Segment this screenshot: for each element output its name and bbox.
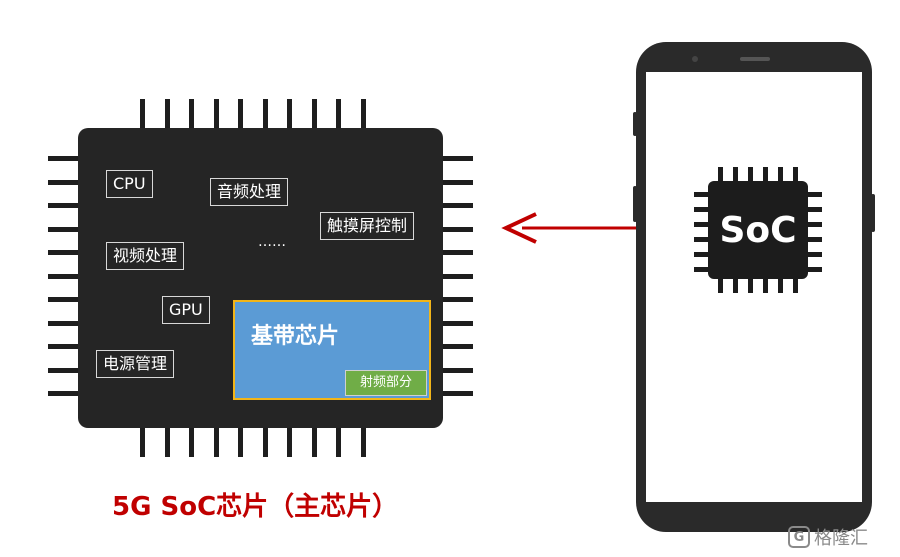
chip-pin (164, 99, 170, 129)
chip-pin (238, 99, 243, 129)
chip-pin (778, 167, 783, 181)
chip-pin (48, 203, 78, 208)
chip-pin (443, 391, 473, 396)
phone-soc-chip-icon: SoC (708, 181, 808, 279)
touchscreen-control-block: 触摸屏控制 (320, 212, 415, 240)
chip-pin (262, 427, 268, 457)
chip-pin (336, 427, 341, 457)
chip-pin (311, 427, 317, 457)
chip-pin (48, 344, 78, 349)
ellipsis-text: …… (258, 234, 286, 250)
chip-pin (694, 237, 708, 242)
chip-pin (443, 203, 473, 208)
chip-pin (360, 427, 366, 457)
chip-pin (808, 252, 822, 257)
watermark-text: 格隆汇 (814, 528, 868, 549)
phone-screen (646, 72, 862, 502)
chip-pin (238, 427, 243, 457)
chip-pin (48, 297, 78, 302)
chip-pin (48, 179, 78, 185)
soc-label: SoC (719, 209, 797, 251)
chip-pin (140, 99, 145, 129)
chip-pin (808, 267, 822, 272)
chip-pin (443, 179, 473, 185)
chip-pin (763, 167, 768, 181)
chip-pin (808, 237, 822, 242)
chip-pin (443, 156, 473, 161)
chip-pin (443, 320, 473, 326)
chip-pin (443, 273, 473, 279)
chip-pin (48, 250, 78, 255)
chip-pin (733, 167, 738, 181)
chip-pin (793, 279, 798, 293)
chip-pin (189, 99, 194, 129)
chip-pin (360, 99, 366, 129)
chip-pin (443, 226, 473, 232)
phone-power-button (871, 194, 875, 232)
baseband-chip-block: 基带芯片 射频部分 (233, 300, 431, 400)
chip-pin (793, 167, 798, 181)
chip-pin (694, 222, 708, 227)
chip-pin (48, 391, 78, 396)
chip-pin (763, 279, 768, 293)
phone-volume-button (633, 186, 637, 222)
watermark: G 格隆汇 (788, 524, 868, 550)
chip-pin (140, 427, 145, 457)
chip-pin (48, 226, 78, 232)
chip-pin (778, 279, 783, 293)
chip-pin (48, 156, 78, 161)
chip-caption: 5G SoC芯片（主芯片） (112, 492, 399, 522)
chip-pin (443, 367, 473, 373)
chip-pin (443, 250, 473, 255)
phone-side-button (633, 112, 637, 136)
chip-pin (443, 344, 473, 349)
chip-pin (287, 99, 292, 129)
chip-pin (48, 367, 78, 373)
video-processing-block: 视频处理 (106, 242, 185, 270)
chip-pin (808, 222, 822, 227)
gpu-block: GPU (162, 296, 210, 324)
chip-pin (694, 207, 708, 212)
chip-pin (336, 99, 341, 129)
phone-speaker (740, 57, 770, 61)
chip-pin (213, 427, 219, 457)
chip-pin (262, 99, 268, 129)
chip-pin (733, 279, 738, 293)
chip-pin (311, 99, 317, 129)
rf-section-block: 射频部分 (345, 370, 427, 396)
chip-pin (694, 252, 708, 257)
chip-pin (748, 167, 753, 181)
chip-pin (287, 427, 292, 457)
chip-pin (48, 273, 78, 279)
chip-pin (748, 279, 753, 293)
baseband-label: 基带芯片 (251, 324, 340, 349)
chip-pin (164, 427, 170, 457)
audio-processing-block: 音频处理 (210, 178, 289, 206)
chip-pin (694, 192, 708, 197)
cpu-block: CPU (106, 170, 153, 198)
chip-pin (718, 279, 723, 293)
watermark-logo-icon: G (788, 526, 810, 548)
chip-pin (694, 267, 708, 272)
chip-pin (808, 192, 822, 197)
chip-pin (189, 427, 194, 457)
chip-pin (443, 297, 473, 302)
chip-pin (48, 320, 78, 326)
phone-camera (692, 56, 698, 62)
chip-pin (808, 207, 822, 212)
chip-pin (213, 99, 219, 129)
chip-pin (718, 167, 723, 181)
power-management-block: 电源管理 (96, 350, 175, 378)
